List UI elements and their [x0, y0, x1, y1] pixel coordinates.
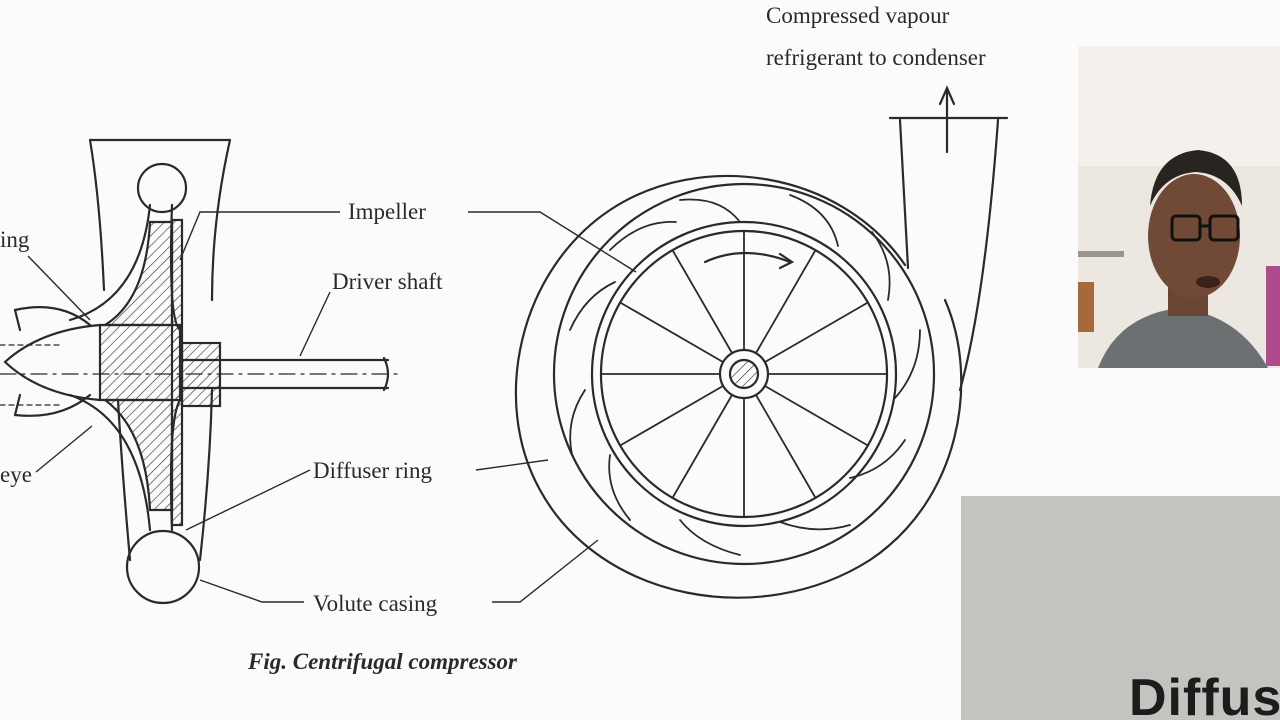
label-casing-partial: ing: [0, 227, 30, 252]
label-outlet-line2: refrigerant to condenser: [766, 45, 986, 70]
label-driver-shaft: Driver shaft: [332, 269, 443, 294]
presenter-image: [1078, 46, 1280, 368]
label-volute-casing: Volute casing: [313, 591, 438, 616]
leader-lines: [27, 211, 637, 603]
panel-text: Diffus: [1129, 669, 1280, 720]
label-outlet-line1: Compressed vapour: [766, 3, 950, 28]
label-eye-partial: eye: [0, 462, 32, 487]
webcam-overlay: [1078, 46, 1280, 368]
slide-overlay-panel: Diffus: [961, 496, 1280, 720]
label-impeller: Impeller: [348, 199, 426, 224]
figure-caption: Fig. Centrifugal compressor: [248, 649, 518, 674]
front-view: [514, 85, 1009, 599]
side-view: [0, 138, 399, 605]
label-diffuser-ring: Diffuser ring: [313, 458, 433, 483]
